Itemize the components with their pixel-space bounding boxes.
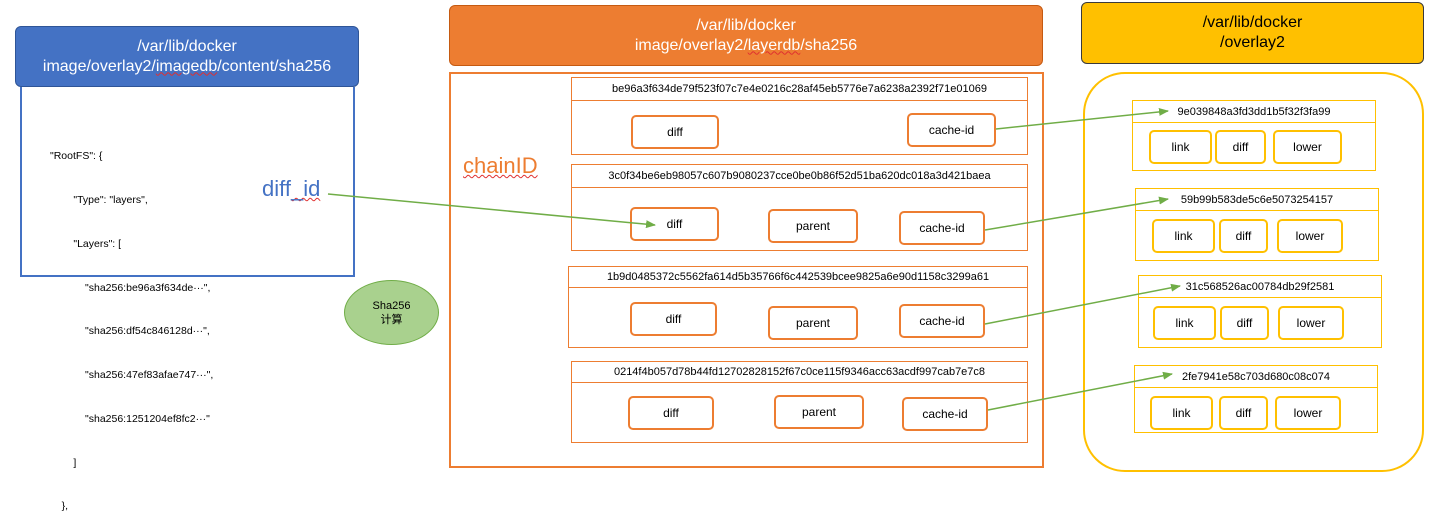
layer-3-diff: diff	[630, 302, 717, 336]
layer-2-diff: diff	[630, 207, 719, 241]
overlay-dir-2-diff: diff	[1219, 219, 1268, 253]
imagedb-content-box	[20, 87, 355, 277]
overlay-dir-1-lower: lower	[1273, 130, 1342, 164]
layerdb-header: /var/lib/docker image/overlay2/layerdb/s…	[449, 5, 1043, 66]
overlay-dir-1-hash: 9e039848a3fd3dd1b5f32f3fa99	[1132, 100, 1376, 123]
sha256-calc-line2: 计算	[380, 313, 403, 326]
json-line: "sha256:47ef83afae747···",	[50, 369, 214, 382]
layer-3-chainid-hash: 1b9d0485372c5562fa614d5b35766f6c442539bc…	[568, 266, 1028, 288]
layer-1-cache-id: cache-id	[907, 113, 996, 147]
json-line: "sha256:df54c846128d···",	[50, 325, 210, 338]
rootfs-json: "RootFS": { "Type": "layers", "Layers": …	[50, 120, 213, 529]
layer-3-parent: parent	[768, 306, 858, 340]
overlay2-header-line1: /var/lib/docker	[1202, 14, 1303, 31]
sha256-calc-circle: Sha256 计算	[344, 280, 439, 345]
overlay2-header: /var/lib/docker /overlay2	[1081, 2, 1424, 64]
imagedb-header: /var/lib/docker image/overlay2/imagedb/c…	[15, 26, 359, 87]
layerdb-header-line1: /var/lib/docker	[696, 16, 796, 34]
overlay-dir-3-hash: 31c568526ac00784db29f2581	[1138, 275, 1382, 298]
imagedb-header-line1: /var/lib/docker	[137, 37, 237, 55]
layer-1-diff: diff	[631, 115, 719, 149]
json-line: "sha256:1251204ef8fc2···"	[50, 412, 210, 425]
layer-2-chainid-hash: 3c0f34be6eb98057c607b9080237cce0be0b86f5…	[571, 164, 1028, 188]
json-line: ]	[50, 456, 77, 469]
overlay-dir-3-lower: lower	[1278, 306, 1344, 340]
sha256-calc-line1: Sha256	[372, 299, 411, 312]
json-line: "RootFS": {	[50, 150, 103, 163]
json-line: "Layers": [	[50, 237, 122, 250]
layer-3-cache-id: cache-id	[899, 304, 985, 338]
json-line: "sha256:be96a3f634de···",	[50, 281, 211, 294]
overlay-dir-3-diff: diff	[1220, 306, 1269, 340]
overlay-dir-1-diff: diff	[1215, 130, 1266, 164]
overlay-dir-2-link: link	[1152, 219, 1215, 253]
overlay-dir-2-lower: lower	[1277, 219, 1343, 253]
layerdb-header-line2: image/overlay2/layerdb/sha256	[634, 36, 858, 54]
layer-1-chainid-hash: be96a3f634de79f523f07c7e4e0216c28af45eb5…	[571, 77, 1028, 101]
overlay2-header-line2: /overlay2	[1220, 34, 1285, 51]
layer-4-parent: parent	[774, 395, 864, 429]
layer-2-cache-id: cache-id	[899, 211, 985, 245]
layer-4-diff: diff	[628, 396, 714, 430]
overlay-dir-3-link: link	[1153, 306, 1216, 340]
layer-4-cache-id: cache-id	[902, 397, 988, 431]
chainid-label: chainID	[463, 153, 538, 178]
layer-2-parent: parent	[768, 209, 858, 243]
json-line: },	[50, 500, 69, 513]
layer-4-chainid-hash: 0214f4b057d78b44fd12702828152f67c0ce115f…	[571, 361, 1028, 383]
overlay-dir-1-link: link	[1149, 130, 1212, 164]
overlay-dir-4-lower: lower	[1275, 396, 1341, 430]
imagedb-header-line2: image/overlay2/imagedb/content/sha256	[42, 57, 332, 75]
overlay-dir-2-hash: 59b99b583de5c6e5073254157	[1135, 188, 1379, 211]
overlay-dir-4-link: link	[1150, 396, 1213, 430]
json-line: "Type": "layers",	[50, 193, 148, 206]
diff-id-label: diff_id	[262, 176, 321, 201]
overlay-dir-4-hash: 2fe7941e58c703d680c08c074	[1134, 365, 1378, 388]
overlay-dir-4-diff: diff	[1219, 396, 1268, 430]
